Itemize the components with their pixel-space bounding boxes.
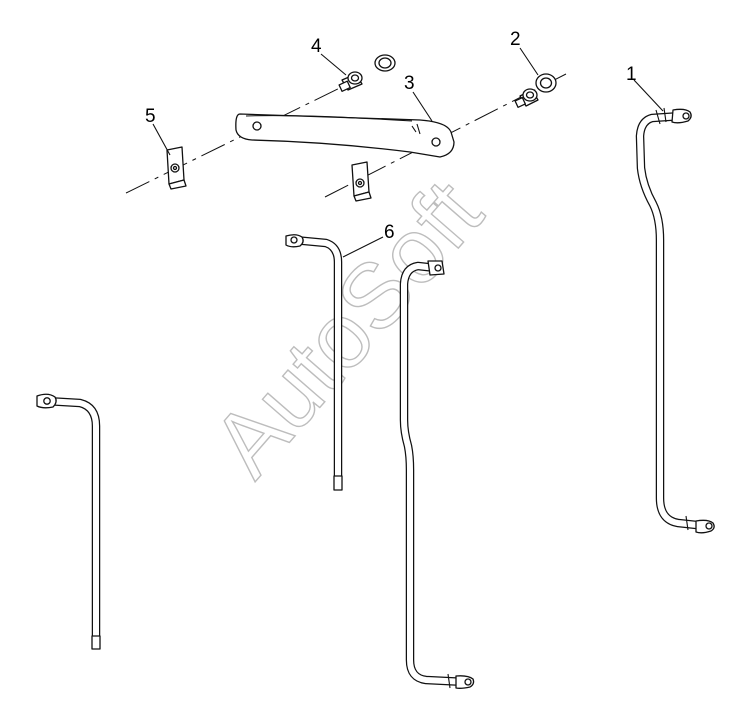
rod-middle-long	[399, 260, 475, 689]
bracket-part-3	[235, 113, 455, 158]
callout-2-label: 2	[510, 29, 521, 50]
callout-4-label: 4	[311, 36, 322, 57]
rod-part-1	[635, 107, 715, 534]
leader-lines	[152, 47, 664, 258]
clip-nut-lower	[351, 161, 372, 202]
callout-3-label: 3	[404, 73, 415, 94]
callout-6-label: 6	[384, 222, 395, 243]
rod-part-6	[285, 234, 343, 491]
clip-nut-part-5	[166, 146, 187, 190]
bushing-part-2	[514, 73, 557, 108]
callout-1-label: 1	[626, 64, 637, 85]
rod-left	[36, 393, 101, 650]
callout-5-label: 5	[145, 106, 156, 127]
watermark-text: AutoSoft	[193, 162, 502, 495]
bushing-part-4	[338, 54, 396, 92]
